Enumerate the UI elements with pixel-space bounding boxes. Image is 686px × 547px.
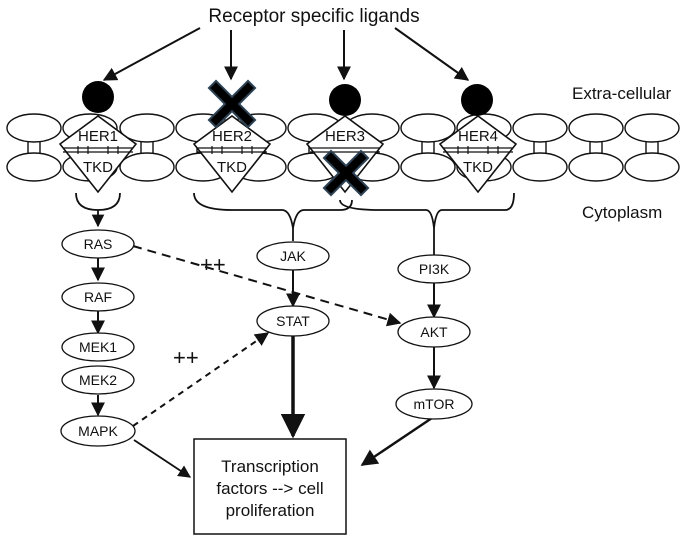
receptor-name: HER2 xyxy=(212,128,252,145)
svg-text:RAF: RAF xyxy=(84,289,112,305)
lipid-head-outer xyxy=(6,113,62,143)
cytoplasm-label: Cytoplasm xyxy=(582,203,662,222)
kinase-block-x-icon xyxy=(322,149,370,197)
node-jak: JAK xyxy=(256,241,330,271)
svg-text:MEK2: MEK2 xyxy=(79,372,117,388)
lipid-head-inner xyxy=(6,152,62,182)
output-line-1: Transcription xyxy=(221,457,319,476)
ligand-ball xyxy=(461,84,493,116)
node-mek2: MEK2 xyxy=(61,365,135,395)
receptor-name: HER3 xyxy=(325,128,365,145)
svg-text:RAS: RAS xyxy=(84,236,113,252)
ligand-ball xyxy=(329,84,361,116)
ligand-arrows xyxy=(102,27,470,81)
node-pi3k: PI3K xyxy=(397,254,471,284)
ligand-ball xyxy=(82,81,114,113)
receptor-brackets xyxy=(75,192,515,255)
receptor-name: HER1 xyxy=(78,128,118,145)
node-stat: STAT xyxy=(256,305,330,337)
kinase-domain-label: TKD xyxy=(83,159,113,176)
receptor-her2: HER2 TKD xyxy=(192,79,272,194)
receptor-body xyxy=(58,115,138,194)
receptor-her1: HER1 TKD xyxy=(58,81,138,194)
svg-text:PI3K: PI3K xyxy=(419,261,450,277)
output-line-3: proliferation xyxy=(226,501,315,520)
output-line-2: factors --> cell xyxy=(216,479,323,498)
arrow-mtor-output xyxy=(360,417,433,466)
transcription-output-box: Transcription factors --> cell prolifera… xyxy=(193,438,347,535)
svg-text:mTOR: mTOR xyxy=(414,396,455,412)
receptor-body xyxy=(305,115,385,194)
node-mek1: MEK1 xyxy=(61,332,135,362)
ligand-arrow-her1 xyxy=(102,27,201,81)
node-mapk: MAPK xyxy=(60,415,136,447)
bracket-jak xyxy=(193,192,353,229)
lipid-head-inner xyxy=(568,152,624,182)
lipid-head-outer xyxy=(400,113,456,143)
crosstalk-label-ras-akt: ++ xyxy=(200,252,226,277)
receptor-name: HER4 xyxy=(458,128,498,145)
svg-text:MEK1: MEK1 xyxy=(79,339,117,355)
lipid-head-outer xyxy=(119,113,175,143)
node-akt: AKT xyxy=(397,316,471,348)
svg-text:AKT: AKT xyxy=(420,324,448,340)
receptor-body xyxy=(438,115,518,194)
bracket-pi3k xyxy=(339,192,515,229)
lipid-head-inner xyxy=(400,152,456,182)
lipid-head-inner xyxy=(624,152,680,182)
receptor-her3: HER3 xyxy=(305,84,385,197)
kinase-domain-label: TKD xyxy=(217,159,247,176)
lipid-head-inner xyxy=(119,152,175,182)
extracellular-label: Extra-cellular xyxy=(572,84,672,103)
lipid-head-outer xyxy=(568,113,624,143)
arrow-mapk-output xyxy=(133,439,192,478)
crosstalk-mapk-stat xyxy=(132,332,270,427)
ligand-label: Receptor specific ligands xyxy=(208,6,419,27)
crosstalk-ras-akt xyxy=(132,245,402,327)
kinase-domain-label: TKD xyxy=(463,159,493,176)
lipid-head-outer xyxy=(512,113,568,143)
ligand-arrow-her4 xyxy=(394,27,470,81)
node-raf: RAF xyxy=(61,282,135,312)
lipid-head-outer xyxy=(624,113,680,143)
bracket-ras xyxy=(75,192,121,211)
ligand-block-x-icon xyxy=(207,79,257,129)
signaling-arrows xyxy=(91,245,441,478)
crosstalk-label-mapk-stat: ++ xyxy=(173,345,199,370)
lipid-head-inner xyxy=(512,152,568,182)
node-mtor: mTOR xyxy=(395,388,473,420)
svg-text:MAPK: MAPK xyxy=(78,423,118,439)
receptor-body xyxy=(192,115,272,194)
receptor-her4: HER4 TKD xyxy=(438,84,518,194)
svg-text:JAK: JAK xyxy=(280,248,306,264)
svg-text:STAT: STAT xyxy=(276,313,310,329)
node-ras: RAS xyxy=(61,229,135,259)
